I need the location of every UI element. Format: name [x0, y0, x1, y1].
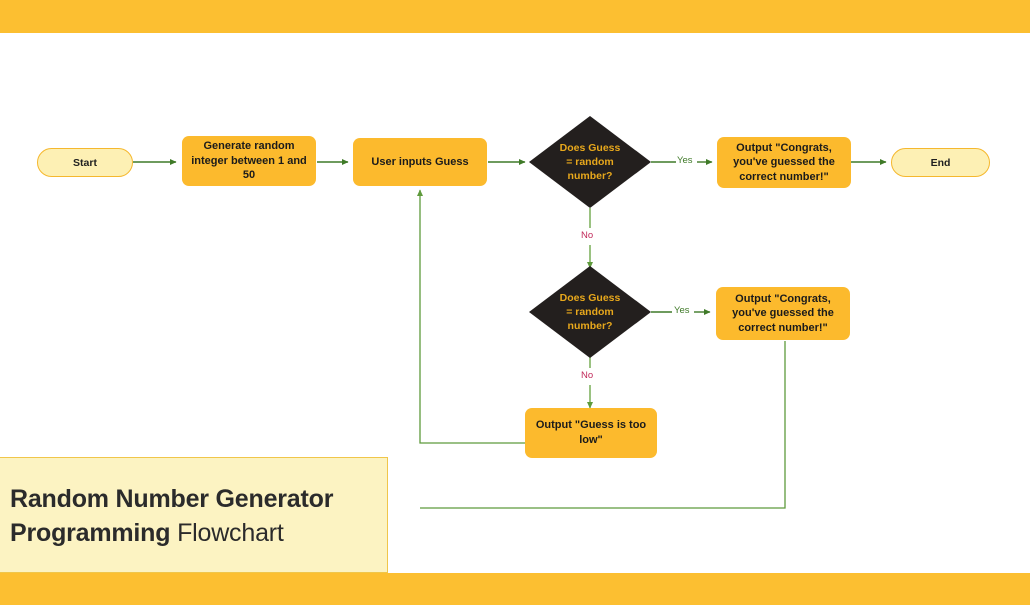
decision-1-line-2: = random	[566, 155, 614, 168]
node-decision-1-label: Does Guess = random number?	[529, 116, 651, 208]
node-start[interactable]: Start	[37, 148, 133, 177]
edge-label-no-1: No	[581, 230, 594, 241]
decision-2-line-3: number?	[567, 320, 613, 333]
decision-1-line-3: number?	[567, 170, 613, 183]
node-output-3-label: Output "Guess is too low"	[535, 419, 647, 446]
node-decision-2[interactable]: Does Guess = random number?	[529, 266, 651, 358]
edge-out2-input-loop	[420, 341, 786, 509]
title-card: Random Number Generator Programming Flow…	[0, 457, 388, 573]
node-generate-label: Generate random integer between 1 and 50	[191, 140, 307, 182]
decision-2-line-1: Does Guess	[559, 291, 621, 304]
node-output-congrats-2[interactable]: Output "Congrats, you've guessed the cor…	[716, 287, 850, 340]
decision-1-line-1: Does Guess	[559, 141, 621, 154]
top-accent-band	[0, 0, 1030, 33]
node-input-label: User inputs Guess	[371, 155, 469, 168]
title-bold-part: Random Number Generator Programming	[10, 485, 334, 547]
node-decision-1[interactable]: Does Guess = random number?	[529, 116, 651, 208]
edge-label-no-2: No	[581, 370, 594, 381]
node-end-label: End	[930, 156, 951, 169]
node-end[interactable]: End	[891, 148, 990, 177]
node-output-too-low[interactable]: Output "Guess is too low"	[525, 408, 657, 458]
edge-label-yes-1: Yes	[677, 155, 693, 166]
page-title: Random Number Generator Programming Flow…	[10, 482, 380, 550]
node-generate-random[interactable]: Generate random integer between 1 and 50	[182, 136, 316, 186]
node-output-congrats-1[interactable]: Output "Congrats, you've guessed the cor…	[717, 137, 851, 188]
edge-out3-input-loop	[416, 189, 525, 444]
decision-2-line-2: = random	[566, 305, 614, 318]
edge-label-yes-2: Yes	[674, 305, 690, 316]
node-output-2-label: Output "Congrats, you've guessed the cor…	[732, 292, 834, 334]
bottom-accent-band	[0, 573, 1030, 605]
node-start-label: Start	[73, 156, 97, 169]
node-user-input[interactable]: User inputs Guess	[353, 138, 487, 186]
node-decision-2-label: Does Guess = random number?	[529, 266, 651, 358]
title-regular-part: Flowchart	[177, 519, 284, 547]
node-output-1-label: Output "Congrats, you've guessed the cor…	[733, 141, 835, 183]
